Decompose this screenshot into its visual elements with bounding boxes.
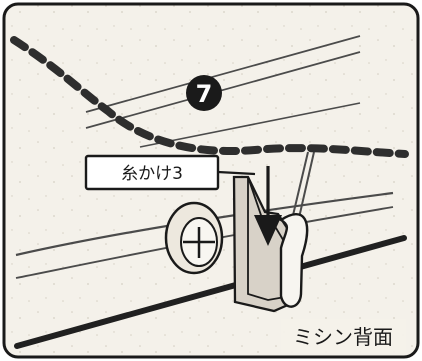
- machine-line-3: [139, 102, 361, 148]
- thread-path: [10, 36, 409, 158]
- screw-icon: [164, 201, 224, 275]
- diagram-clipped-content: 7 糸かけ3 ミシン背面: [4, 4, 418, 357]
- machine-line-1: [85, 35, 361, 113]
- machine-line-2: [85, 51, 361, 129]
- callout-box: 糸かけ3: [84, 154, 256, 191]
- step-number-icon: 7: [186, 75, 222, 111]
- callout-label: 糸かけ3: [121, 164, 183, 184]
- step-number: 7: [196, 80, 213, 108]
- diagram-frame: [2, 2, 420, 359]
- machine-rod: [14, 235, 407, 349]
- machine-back-label-box: ミシン背面: [281, 319, 406, 353]
- machine-cover-outline-mid: [15, 206, 394, 279]
- down-arrow-icon: [254, 166, 282, 246]
- machine-back-label: ミシン背面: [293, 325, 393, 349]
- machine-cover-outline-upper: [15, 191, 394, 257]
